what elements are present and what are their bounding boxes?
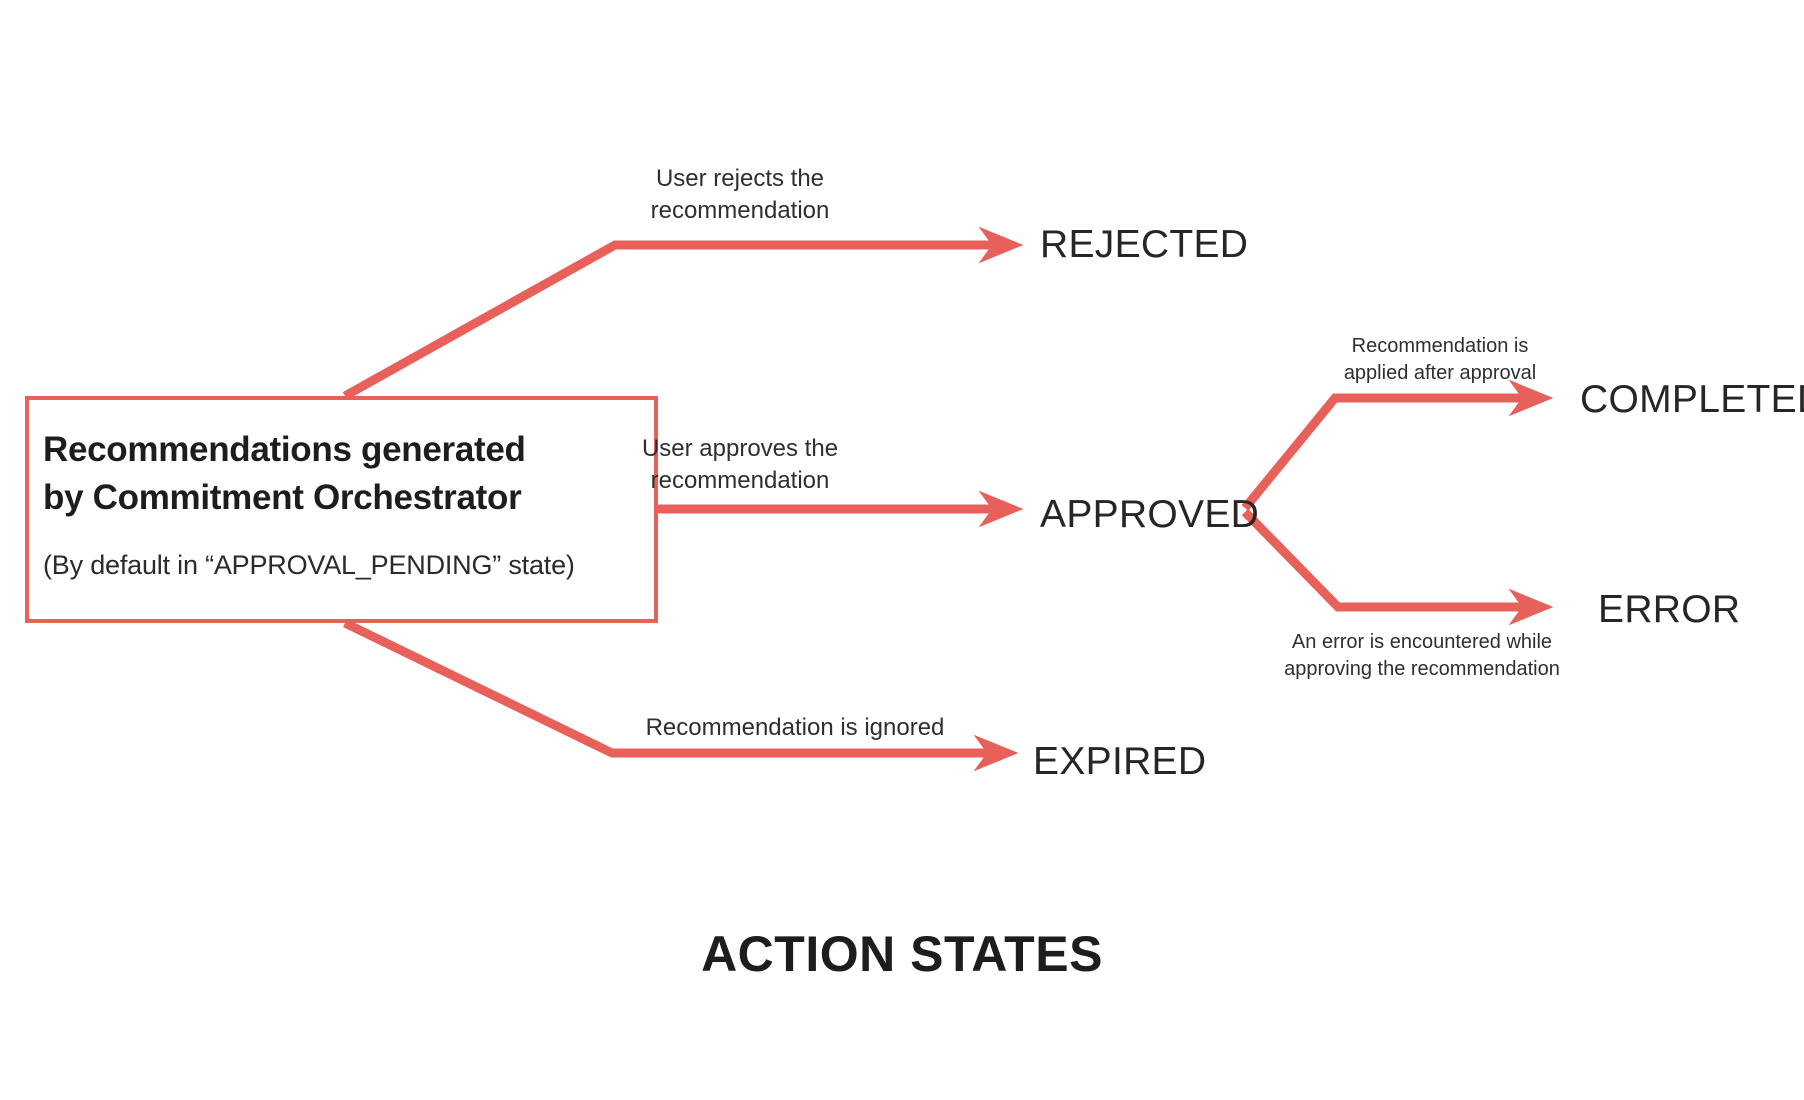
edge-label-to-rejected: User rejects the recommendation xyxy=(650,165,830,224)
source-node-title: Recommendations generated by Commitment … xyxy=(43,430,526,518)
edge-to-error xyxy=(1241,508,1554,626)
diagram-title: ACTION STATES xyxy=(701,926,1103,982)
edge-to-expired xyxy=(343,618,1019,772)
source-node: Recommendations generated by Commitment … xyxy=(25,396,658,623)
edge-label-to-error: An error is encountered while approving … xyxy=(1284,631,1560,680)
state-node-expired: EXPIRED xyxy=(1033,740,1207,783)
edge-to-rejected xyxy=(342,226,1024,400)
edge-label-to-approved: User approves the recommendation xyxy=(641,435,839,494)
state-node-error: ERROR xyxy=(1598,588,1741,631)
state-node-rejected: REJECTED xyxy=(1040,223,1249,266)
state-node-completed: COMPLETED xyxy=(1580,378,1804,421)
state-node-approved: APPROVED xyxy=(1040,493,1260,536)
source-node-subtitle: (By default in “APPROVAL_PENDING” state) xyxy=(43,549,575,580)
edge-label-to-expired: Recommendation is ignored xyxy=(645,714,945,741)
edge-to-completed xyxy=(1241,379,1554,511)
edge-label-to-completed: Recommendation is applied after approval xyxy=(1343,335,1537,384)
